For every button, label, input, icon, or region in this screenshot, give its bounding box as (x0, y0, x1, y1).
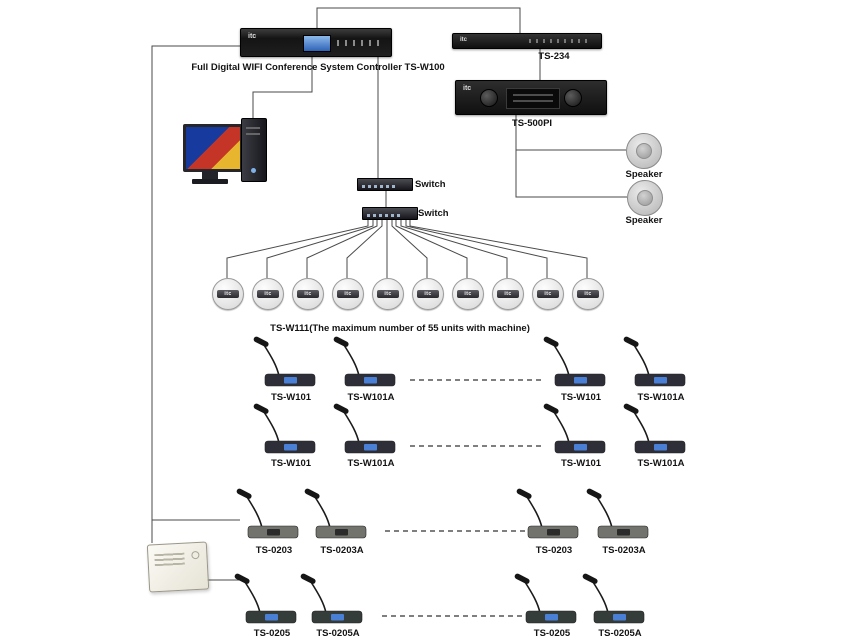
monitor-base (192, 179, 228, 184)
dashed-continuation-lines (382, 379, 545, 617)
mic-ts-w101 (541, 334, 611, 388)
mic-label: TS-0203A (602, 545, 646, 556)
mic-ts-0203 (514, 486, 584, 540)
mic-label: TS-0203 (255, 545, 293, 556)
wifi-unit-logo: itc (337, 290, 359, 298)
mic-label: TS-W101A (347, 392, 395, 403)
controller-screen (303, 35, 331, 52)
mic-label: TS-W101 (560, 458, 602, 469)
wifi-unit-logo: itc (377, 290, 399, 298)
switch-2-label: Switch (418, 208, 449, 219)
wifi-unit: itc (212, 278, 244, 310)
mic-label: TS-W101A (637, 392, 685, 403)
controller-buttons (337, 40, 381, 46)
wifi-unit: itc (372, 278, 404, 310)
wifi-unit-logo: itc (537, 290, 559, 298)
mic-ts-w101 (541, 401, 611, 455)
controller-ts-w100: itc (240, 28, 392, 57)
mic-label: TS-0205A (316, 628, 360, 639)
mic-label: TS-W101 (560, 392, 602, 403)
network-switch-2 (362, 207, 418, 220)
mic-label: TS-0205 (533, 628, 571, 639)
power-extension-box (146, 541, 210, 593)
network-switch-1 (357, 178, 413, 191)
mic-ts-0205 (512, 571, 582, 625)
mic-label: TS-0205A (598, 628, 642, 639)
brand-logo: itc (463, 85, 472, 92)
mic-ts-w101a (331, 334, 401, 388)
controller-label: Full Digital WIFI Conference System Cont… (191, 62, 445, 73)
mic-ts-0203a (302, 486, 372, 540)
wifi-unit: itc (452, 278, 484, 310)
mic-ts-0205a (298, 571, 368, 625)
amplifier-ts500pi: itc (455, 80, 607, 115)
wifi-unit: itc (332, 278, 364, 310)
amplifier-label: TS-500PI (511, 118, 553, 129)
mic-ts-w101 (251, 334, 321, 388)
mic-ts-0205 (232, 571, 302, 625)
wifi-unit-logo: itc (417, 290, 439, 298)
brand-logo: itc (248, 33, 257, 40)
wifi-unit: itc (572, 278, 604, 310)
wifi-units-caption: TS-W111(The maximum number of 55 units w… (270, 323, 530, 334)
wifi-unit: itc (412, 278, 444, 310)
wifi-unit-logo: itc (297, 290, 319, 298)
wifi-unit-logo: itc (257, 290, 279, 298)
amp-display (506, 88, 560, 109)
mic-ts-w101a (621, 401, 691, 455)
ts234-ports (529, 39, 589, 43)
wifi-unit-logo: itc (217, 290, 239, 298)
mic-ts-w101a (331, 401, 401, 455)
wifi-unit: itc (492, 278, 524, 310)
mic-label: TS-W101 (270, 392, 312, 403)
monitor-stand (202, 170, 218, 179)
wifi-unit-logo: itc (457, 290, 479, 298)
mic-ts-w101a (621, 334, 691, 388)
mic-ts-0205a (580, 571, 650, 625)
mic-label: TS-0203A (320, 545, 364, 556)
wifi-unit-logo: itc (497, 290, 519, 298)
mic-label: TS-W101A (637, 458, 685, 469)
wifi-unit: itc (532, 278, 564, 310)
amp-knob (480, 89, 498, 107)
wifi-unit: itc (292, 278, 324, 310)
mic-label: TS-W101 (270, 458, 312, 469)
mic-ts-0203 (234, 486, 304, 540)
speaker-1-label: Speaker (625, 169, 663, 180)
computer-monitor (183, 124, 243, 172)
switch-1-label: Switch (415, 179, 446, 190)
mic-label: TS-W101A (347, 458, 395, 469)
wifi-unit-logo: itc (577, 290, 599, 298)
speaker-2 (627, 180, 663, 216)
mic-label: TS-0205 (253, 628, 291, 639)
brand-logo: itc (460, 37, 468, 43)
wifi-unit: itc (252, 278, 284, 310)
ts234-label: TS-234 (538, 51, 570, 62)
mic-label: TS-0203 (535, 545, 573, 556)
amp-knob (564, 89, 582, 107)
computer-tower (241, 118, 267, 182)
solid-wires (151, 7, 627, 581)
speaker-1 (626, 133, 662, 169)
mic-ts-w101 (251, 401, 321, 455)
mic-ts-0203a (584, 486, 654, 540)
rack-ts234: itc (452, 33, 602, 49)
speaker-2-label: Speaker (625, 215, 663, 226)
